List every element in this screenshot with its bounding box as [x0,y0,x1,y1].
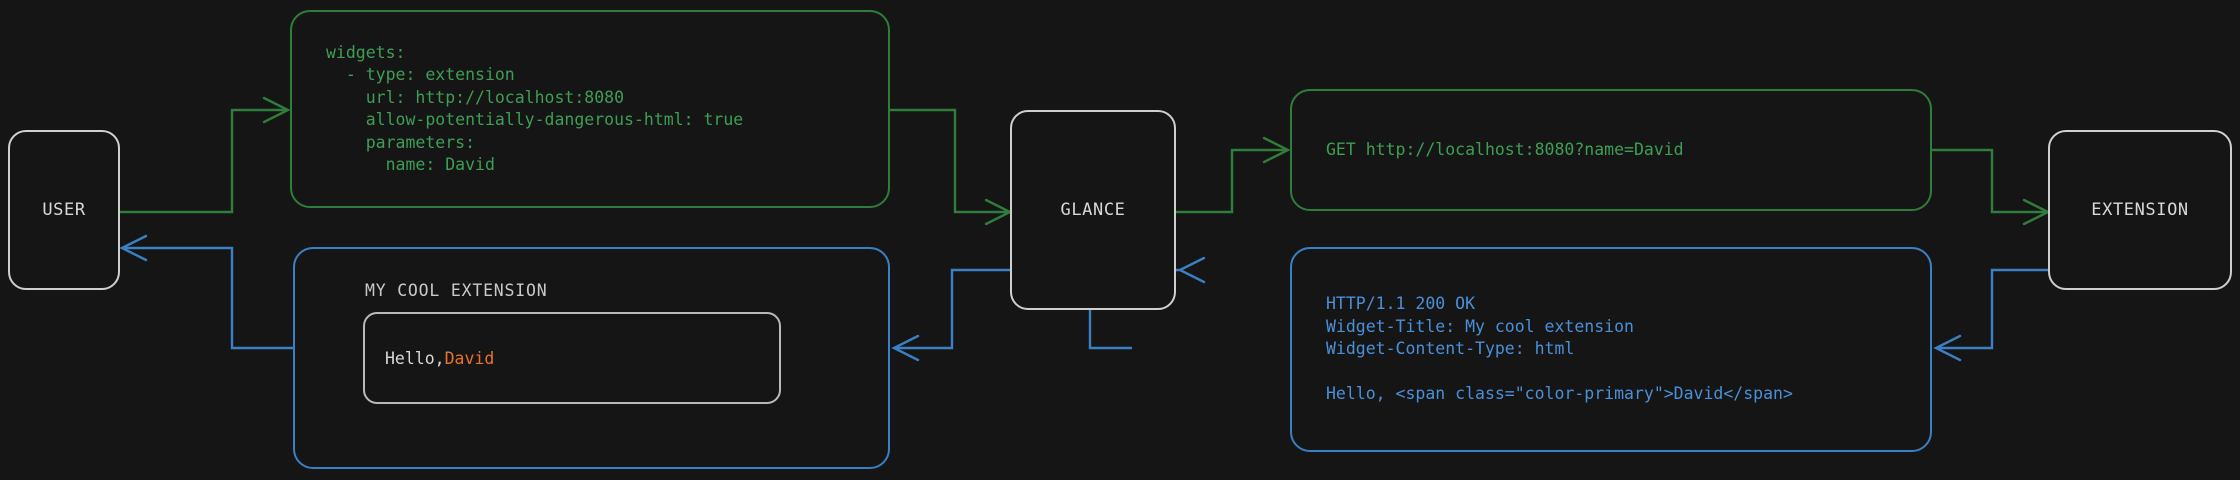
node-extension-label: EXTENSION [2091,200,2189,220]
rendered-widget-title: MY COOL EXTENSION [365,281,548,300]
widget-body-prefix: Hello, [385,348,445,368]
box-http-request[interactable]: GET http://localhost:8080?name=David [1290,89,1932,211]
http-response-text: HTTP/1.1 200 OK Widget-Title: My cool ex… [1326,294,1793,404]
yaml-config-text: widgets: - type: extension url: http://l… [326,42,744,175]
connector-widget-to-user [119,234,293,350]
connector-extension-to-response [1933,268,2048,362]
box-rendered-widget[interactable]: MY COOL EXTENSION Hello, David [293,247,890,469]
http-request-text: GET http://localhost:8080?name=David [1326,139,1684,159]
connector-glance-to-request [1176,136,1291,214]
node-user-label: USER [42,200,86,220]
box-yaml-config[interactable]: widgets: - type: extension url: http://l… [290,10,890,208]
connector-glance-to-widget [891,268,1010,362]
node-extension[interactable]: EXTENSION [2048,130,2232,290]
connector-request-to-extension [1932,148,2051,226]
widget-body-accent: David [444,348,495,368]
rendered-widget-body: Hello, David [363,312,781,404]
node-glance-label: GLANCE [1060,200,1126,220]
node-user[interactable]: USER [8,130,120,290]
connector-user-to-config [120,96,291,214]
node-glance[interactable]: GLANCE [1010,110,1176,310]
connector-config-to-glance [890,108,1013,226]
box-http-response[interactable]: HTTP/1.1 200 OK Widget-Title: My cool ex… [1290,247,1932,452]
